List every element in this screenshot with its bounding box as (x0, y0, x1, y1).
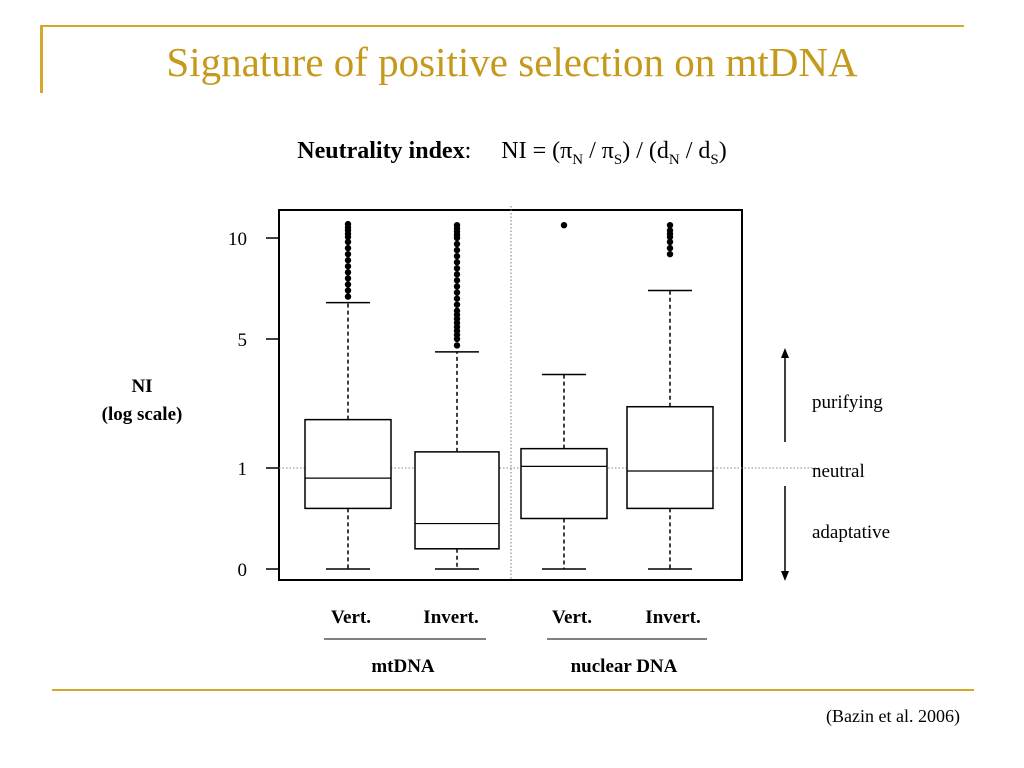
footer-divider (52, 689, 974, 691)
outlier-point (453, 252, 461, 260)
slide-title: Signature of positive selection on mtDNA (166, 39, 858, 85)
outlier-point (344, 287, 352, 294)
formula-slash-2: / d (679, 138, 711, 164)
outlier-point (453, 246, 461, 254)
formula-lhs: NI = ( (501, 138, 561, 164)
outlier-point (344, 238, 352, 246)
y-tick-label: 0 (238, 560, 248, 581)
box-iqr (304, 418, 392, 510)
arrow-down-icon (781, 571, 789, 581)
formula-mid: ) / (d (622, 138, 669, 164)
title-frame-top-bar (40, 25, 964, 27)
y-axis-label-line1: NI (131, 376, 152, 397)
outlier-point (666, 250, 674, 258)
outlier-point (344, 220, 352, 228)
outlier-point (666, 244, 674, 252)
outlier-point (453, 222, 461, 229)
box-0 (304, 220, 392, 570)
group-label-nuclear-dna: nuclear DNA (571, 656, 678, 677)
box-iqr (520, 447, 608, 520)
outlier-point (344, 275, 352, 282)
formula-slash-1: / (583, 138, 602, 164)
outlier-point (453, 283, 461, 290)
citation: (Bazin et al. 2006) (826, 706, 960, 726)
outlier-point (344, 293, 352, 300)
x-category-label: Vert. (552, 607, 592, 628)
title-frame-left-bar (40, 25, 43, 93)
y-tick-label: 10 (228, 229, 247, 250)
annotation-neutral: neutral (812, 461, 865, 482)
box-1 (414, 222, 500, 570)
outlier-point (453, 265, 461, 272)
box-2 (520, 222, 608, 570)
neutrality-index-formula: Neutrality index:NI = (πN / πS) / (dN / … (0, 138, 1024, 169)
outlier-point (344, 269, 352, 276)
outlier-point (344, 263, 352, 270)
outlier-point (666, 238, 674, 246)
outlier-point (666, 222, 674, 229)
outlier-point (560, 222, 568, 229)
outlier-point (344, 244, 352, 252)
outlier-point (453, 271, 461, 278)
annotation-adaptative: adaptative (812, 522, 890, 543)
x-category-label: Invert. (423, 607, 478, 628)
group-label-mtdna: mtDNA (371, 656, 435, 677)
formula-sub-s-2: S (710, 151, 719, 168)
formula-rhs: ) (718, 138, 727, 164)
formula-colon: : (464, 138, 472, 164)
formula-label: Neutrality index (297, 138, 465, 164)
outlier-point (453, 301, 461, 308)
outlier-point (453, 277, 461, 284)
x-category-label: Invert. (645, 607, 700, 628)
outlier-point (453, 307, 461, 314)
outlier-point (453, 295, 461, 302)
formula-pi-2: π (601, 138, 614, 164)
arrow-up-icon (781, 348, 789, 358)
outlier-point (453, 289, 461, 296)
box-3 (626, 222, 714, 570)
y-tick-label: 5 (238, 330, 248, 351)
formula-sub-s-1: S (613, 151, 623, 168)
x-category-label: Vert. (331, 607, 371, 628)
y-tick-label: 1 (238, 459, 248, 480)
formula-sub-n-2: N (668, 151, 680, 168)
outlier-point (344, 257, 352, 264)
outlier-point (453, 240, 461, 248)
annotation-purifying: purifying (812, 392, 883, 413)
outlier-point (453, 342, 461, 349)
y-axis-label-line2: (log scale) (102, 404, 183, 425)
formula-sub-n-1: N (572, 151, 584, 168)
outlier-point (666, 227, 674, 234)
box-iqr (414, 451, 500, 550)
outlier-point (453, 259, 461, 266)
outlier-point (344, 281, 352, 288)
outlier-point (344, 250, 352, 258)
formula-pi-1: π (560, 138, 573, 164)
box-iqr (626, 405, 714, 510)
